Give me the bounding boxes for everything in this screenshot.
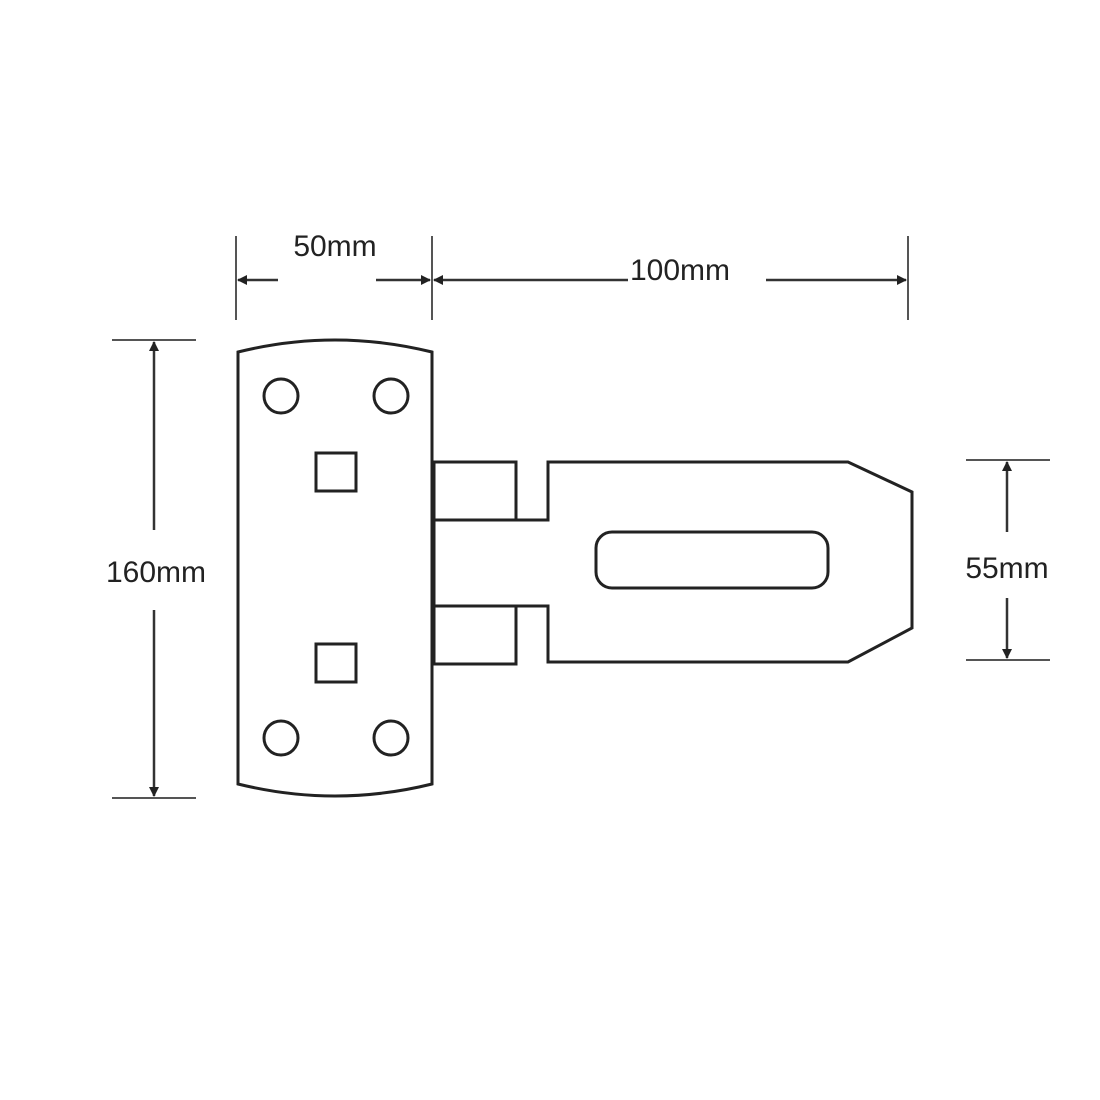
dimension-hasp-length: 100mm [433,254,907,287]
hasp-slot [594,530,830,590]
square-holes [314,451,358,684]
square-hole-top [314,451,358,493]
label-hasp-width: 55mm [965,552,1048,585]
dimension-hasp-width: 55mm [965,459,1050,661]
hasp-arm [432,460,914,664]
label-hasp-length: 100mm [630,254,730,287]
back-plate [236,338,434,798]
label-plate-height: 160mm [106,556,206,589]
screw-hole-bottom-right [372,719,410,757]
label-plate-width: 50mm [293,230,376,263]
dimension-plate-height: 160mm [106,339,206,799]
dimension-plate-width: 50mm [237,230,431,285]
screw-hole-top-left [262,377,300,415]
screw-holes [262,377,410,757]
hinge-knuckles [432,460,518,666]
top-extension-lines [235,236,909,320]
screw-hole-bottom-left [262,719,300,757]
square-hole-bottom [314,642,358,684]
screw-hole-top-right [372,377,410,415]
